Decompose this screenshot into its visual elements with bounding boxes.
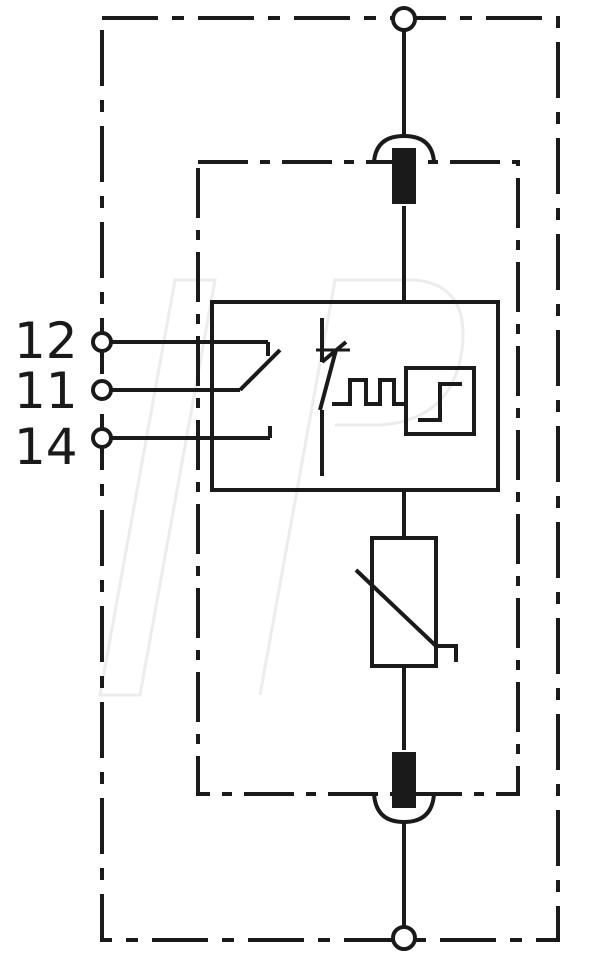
terminal-label-12: 12 [14, 312, 78, 370]
terminal-11 [91, 379, 113, 401]
terminal-label-14: 14 [14, 418, 78, 476]
outer-enclosure [100, 16, 560, 942]
terminal-14 [91, 427, 113, 449]
varistor [354, 536, 458, 668]
disconnector-box [210, 300, 500, 492]
terminal-12 [91, 331, 113, 353]
terminal-label-11: 11 [14, 362, 78, 420]
mechanical-linkage [332, 378, 406, 406]
thermal-trigger-element [404, 366, 476, 436]
thermal-switch [316, 318, 350, 476]
top-terminal [391, 6, 417, 32]
bottom-plug-contact [372, 752, 436, 825]
top-plug-contact [372, 133, 436, 204]
remote-signal-contact [110, 340, 282, 440]
inner-module-boundary [196, 160, 520, 796]
watermark-logo [98, 278, 465, 697]
bottom-terminal [391, 925, 417, 951]
